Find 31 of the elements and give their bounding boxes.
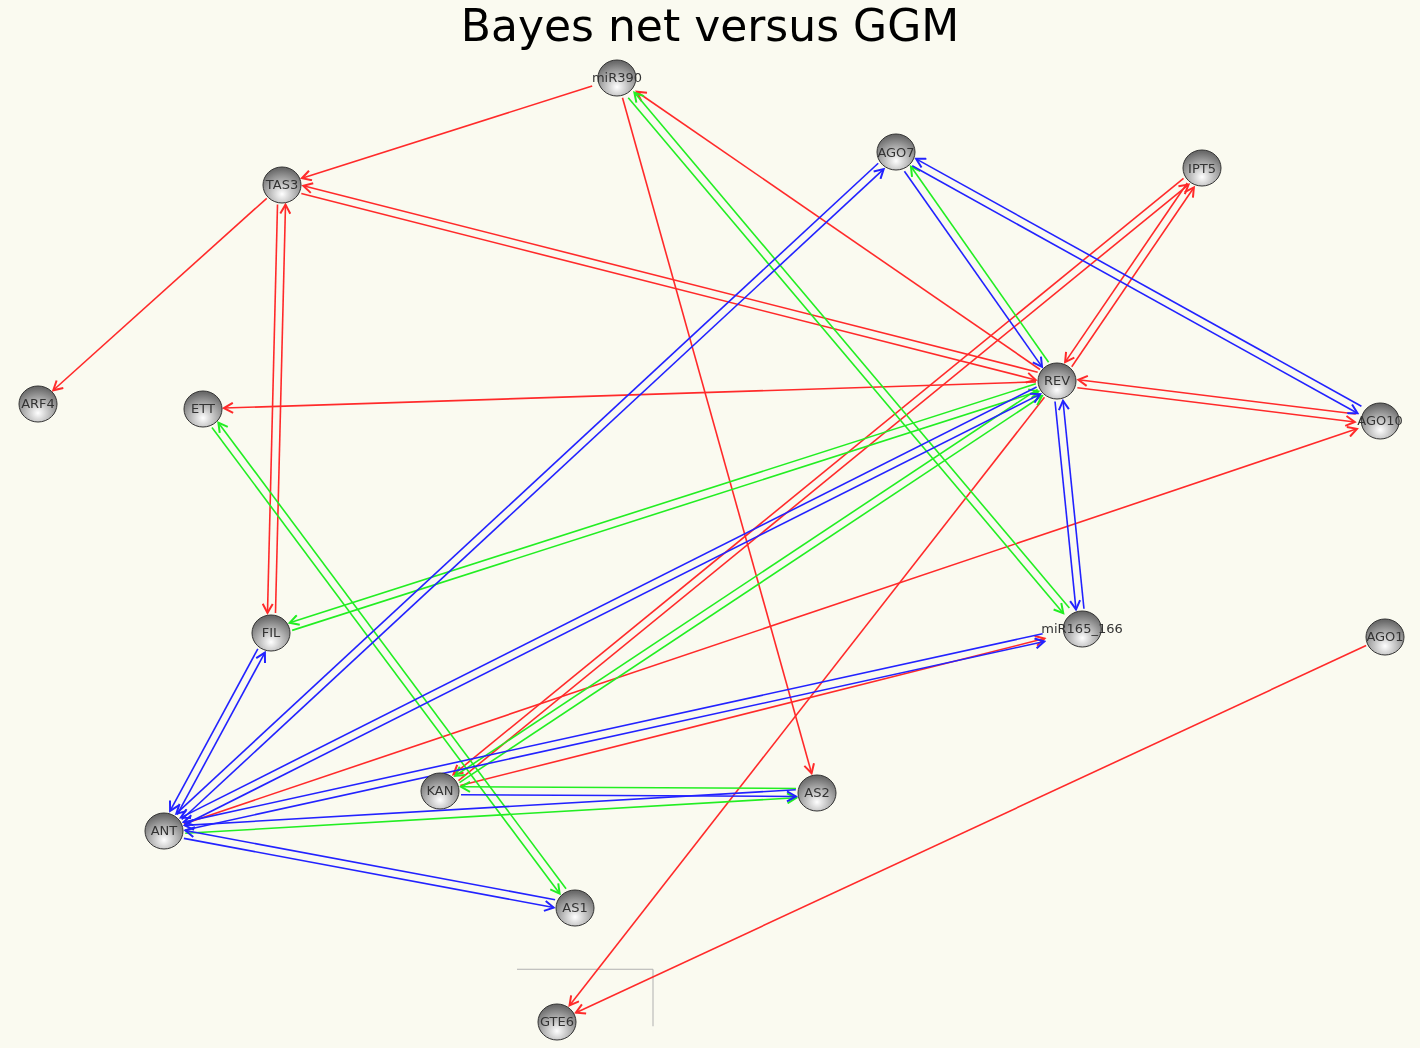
arrow: [568, 396, 1046, 1007]
gene-node: REV: [1037, 362, 1077, 401]
gene-node: FIL: [251, 613, 291, 652]
gene-node: IPT5: [1182, 149, 1222, 188]
arrow: [621, 96, 815, 775]
arrow: [1077, 374, 1357, 415]
arrow: [274, 203, 292, 614]
gene-node: KAN: [420, 771, 460, 810]
gene-node: ETT: [183, 389, 223, 428]
arrow: [183, 426, 1358, 825]
arrow: [184, 826, 556, 901]
arrow: [176, 651, 266, 816]
gene-node: ANT: [144, 811, 184, 850]
arrow: [223, 381, 1037, 414]
gene-node: GTE6: [537, 1002, 577, 1041]
arrow: [300, 85, 593, 182]
arrow: [459, 634, 1046, 787]
gene-node: TAS3: [262, 165, 302, 204]
arrow: [574, 644, 1367, 1015]
arrow: [460, 780, 797, 793]
arrow: [1076, 386, 1356, 427]
arrow: [183, 837, 555, 912]
arrow: [169, 648, 259, 812]
arrow: [52, 197, 268, 392]
gene-node: AS1: [555, 888, 595, 927]
gene-node: AS2: [797, 773, 837, 812]
diagram-title: Bayes net versus GGM: [459, 0, 961, 52]
gene-node: ARF4: [18, 385, 58, 423]
arrow: [460, 790, 797, 803]
arrow: [261, 203, 279, 614]
arrow: [635, 90, 1041, 371]
